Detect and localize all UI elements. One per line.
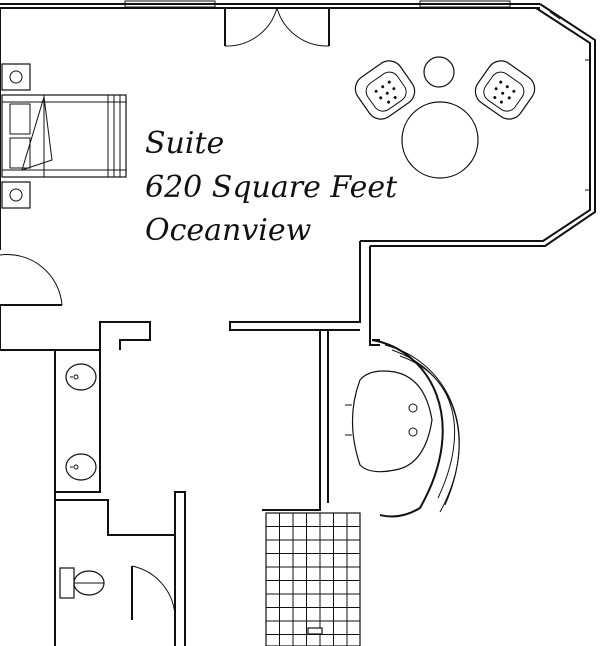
room-area-label: 620 Square Feet	[145, 170, 398, 205]
sink-icon	[65, 453, 97, 481]
room-name-label: Suite	[145, 126, 225, 161]
toilet-door	[131, 565, 176, 621]
door-swing-icon	[0, 254, 63, 306]
armchair-icon	[474, 60, 536, 120]
door-swing-icon	[276, 7, 330, 47]
shower-icon	[265, 512, 361, 646]
round-table-icon	[423, 56, 455, 88]
door-swing-icon	[131, 565, 176, 621]
armchair-icon	[354, 60, 416, 120]
room-view-label: Oceanview	[145, 213, 312, 248]
interior-walls	[0, 321, 380, 646]
exterior-walls	[0, 3, 596, 350]
toilet-icon	[59, 567, 105, 599]
round-table-icon	[401, 101, 479, 179]
bathtub-icon	[345, 339, 460, 518]
vanity	[65, 363, 97, 481]
seating-area	[354, 56, 536, 179]
sink-icon	[65, 363, 97, 391]
french-doors	[124, 0, 511, 47]
bed-icon	[1, 63, 127, 209]
entry-door	[0, 254, 63, 306]
door-swing-icon	[224, 7, 278, 47]
